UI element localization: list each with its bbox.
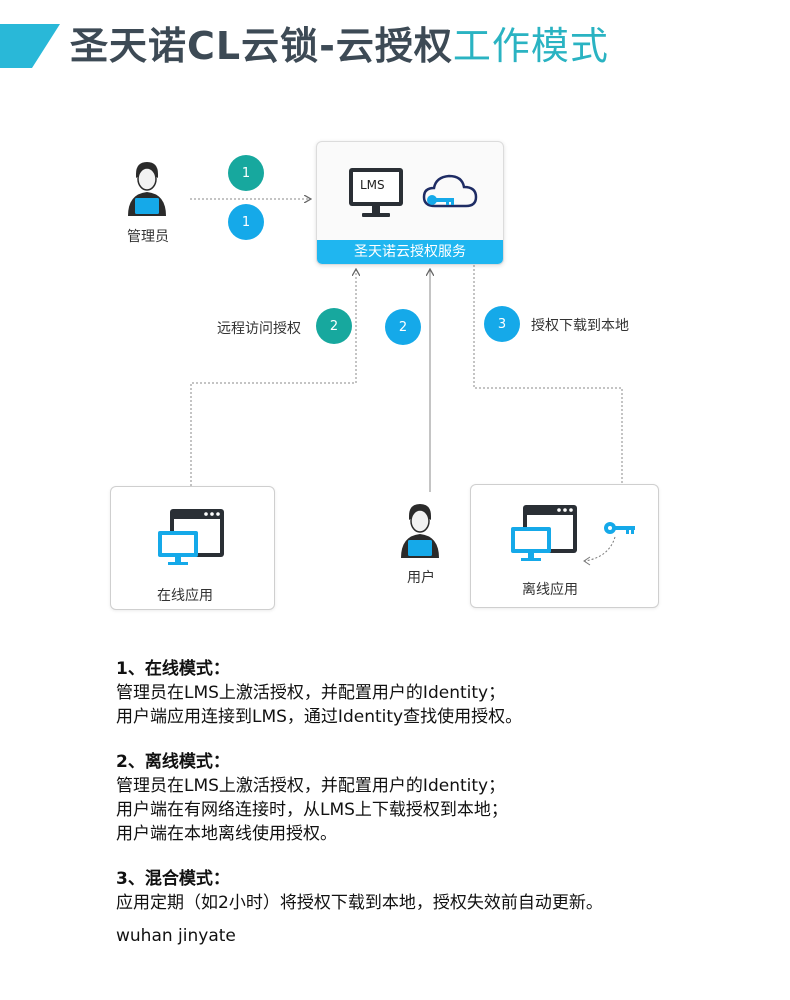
user-label: 用户 xyxy=(407,570,435,586)
step-badge-3: 3 xyxy=(484,306,520,342)
diagram-connectors xyxy=(190,0,790,640)
mode-offline-line-2: 用户端在有网络连接时，从LMS上下载授权到本地； xyxy=(116,800,508,820)
title-accent: 工作模式 xyxy=(452,24,609,68)
download-curve-arrow xyxy=(583,536,616,566)
online-app-arrow xyxy=(190,270,356,486)
server-to-offline-arrow xyxy=(473,265,622,508)
mode-hybrid-line-1: 应用定期（如2小时）将授权下载到本地，授权失效前自动更新。 xyxy=(116,893,603,913)
remote-auth-label: 远程访问授权 xyxy=(217,321,301,337)
signature: wuhan jinyate xyxy=(116,926,236,946)
mode-online: 1、在线模式： 管理员在LMS上激活授权，并配置用户的Identity； 用户端… xyxy=(116,657,522,729)
offline-app-box: 离线应用 xyxy=(470,484,659,608)
mode-online-heading: 1、在线模式： xyxy=(116,659,230,679)
step-badge-1b: 1 xyxy=(228,204,264,240)
download-label: 授权下载到本地 xyxy=(531,318,629,334)
offline-app-icon xyxy=(511,505,577,561)
title-main: 圣天诺CL云锁-云授权 xyxy=(70,24,453,68)
online-app-box: 在线应用 xyxy=(110,486,275,610)
mode-hybrid-heading: 3、混合模式： xyxy=(116,869,230,889)
server-lms-label: LMS xyxy=(360,178,385,192)
mode-offline: 2、离线模式： 管理员在LMS上激活授权，并配置用户的Identity； 用户端… xyxy=(116,750,508,846)
mode-offline-line-3: 用户端在本地离线使用授权。 xyxy=(116,824,337,844)
step-badge-1a: 1 xyxy=(228,155,264,191)
server-band: 圣天诺云授权服务 xyxy=(317,240,503,264)
cloud-key-icon xyxy=(422,174,478,208)
user-person-icon xyxy=(401,504,439,558)
title-accent-bar xyxy=(0,24,60,68)
admin-label: 管理员 xyxy=(127,229,169,245)
mode-online-line-2: 用户端应用连接到LMS，通过Identity查找使用授权。 xyxy=(116,707,523,727)
offline-app-label: 离线应用 xyxy=(522,582,578,598)
cloud-license-server: LMS 圣天诺云授权服务 xyxy=(316,141,504,265)
online-app-icon xyxy=(158,509,224,565)
step-badge-2b: 2 xyxy=(385,309,421,345)
local-key-icon xyxy=(604,522,635,534)
mode-online-line-1: 管理员在LMS上激活授权，并配置用户的Identity； xyxy=(116,683,506,703)
mode-offline-line-1: 管理员在LMS上激活授权，并配置用户的Identity； xyxy=(116,776,506,796)
mode-offline-heading: 2、离线模式： xyxy=(116,752,230,772)
online-app-label: 在线应用 xyxy=(157,588,213,604)
page-title: 圣天诺CL云锁-云授权工作模式 xyxy=(70,22,609,70)
step-badge-2a: 2 xyxy=(316,308,352,344)
admin-person-icon xyxy=(128,162,166,216)
lms-monitor-icon xyxy=(349,168,403,217)
mode-hybrid: 3、混合模式： 应用定期（如2小时）将授权下载到本地，授权失效前自动更新。 xyxy=(116,867,603,915)
